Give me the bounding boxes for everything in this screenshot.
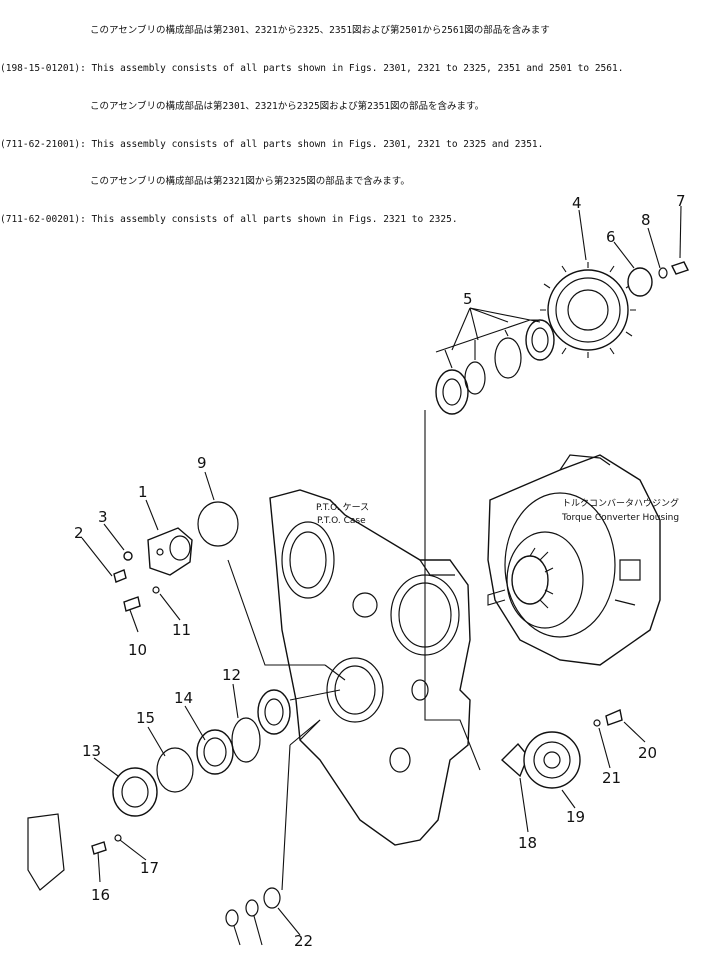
leader-lines (81, 205, 682, 946)
callout-20: 20 (638, 744, 657, 762)
tc-housing-label-en: Torque Converter Housing (561, 513, 679, 523)
callout-4: 4 (572, 194, 582, 212)
note-en-3: (711-62-00201): This assembly consists o… (0, 214, 719, 227)
callout-16: 16 (91, 886, 110, 904)
tc-housing-label-jp: トルクコンバータハウジング (562, 497, 679, 509)
note-jp-1: このアセンブリの構成部品は第2301、2321から2325、2351図および第2… (90, 25, 550, 37)
left-cover-assembly-drawing (113, 501, 346, 681)
callout-5: 5 (463, 290, 473, 308)
torque-converter-housing-drawing (487, 454, 661, 666)
callout-22: 22 (294, 932, 313, 950)
pto-case-label-jp: P.T.O. ケース (316, 502, 369, 513)
callout-2: 2 (74, 524, 84, 542)
callout-3: 3 (98, 508, 108, 526)
note-code-2: (711-62-21001) (0, 138, 81, 150)
header-notes: このアセンブリの構成部品は第2301、2321から2325、2351図および第2… (0, 0, 719, 239)
note-text-2: : This assembly consists of all parts sh… (80, 138, 544, 150)
callout-7: 7 (676, 192, 686, 210)
callout-11: 11 (172, 621, 191, 639)
callout-19: 19 (566, 808, 585, 826)
cap-6-washer-8-bolt-7-drawing (627, 261, 689, 297)
callout-15: 15 (136, 709, 155, 727)
leader-bearing-to-housing (424, 410, 481, 771)
callout-17: 17 (140, 859, 159, 877)
lower-left-parts-drawing (27, 689, 341, 927)
gear-4-drawing (540, 262, 636, 358)
lower-right-parts-drawing (500, 709, 623, 789)
pto-case-drawing (269, 489, 471, 846)
callout-9: 9 (197, 454, 207, 472)
note-code-1: (198-15-01201) (0, 62, 81, 74)
callout-21: 21 (602, 769, 621, 787)
callout-14: 14 (174, 689, 193, 707)
note-text-1: : This assembly consists of all parts sh… (80, 62, 624, 74)
callout-1: 1 (138, 483, 148, 501)
callout-10: 10 (128, 641, 147, 659)
pto-case-label-en: P.T.O. Case (317, 516, 366, 526)
callout-6: 6 (606, 228, 616, 246)
note-jp-3: このアセンブリの構成部品は第2321図から第2325図の部品まで含みます。 (90, 176, 410, 188)
callout-12: 12 (222, 666, 241, 684)
callout-13: 13 (82, 742, 101, 760)
callout-8: 8 (641, 211, 651, 229)
note-code-3: (711-62-00201) (0, 214, 81, 226)
callout-18: 18 (518, 834, 537, 852)
bearing-set-5-drawing (435, 319, 555, 415)
note-jp-2: このアセンブリの構成部品は第2301、2321から2325図および第2351図の… (90, 100, 485, 112)
note-en-2: (711-62-21001): This assembly consists o… (0, 139, 719, 152)
note-en-1: (198-15-01201): This assembly consists o… (0, 63, 719, 76)
note-text-3: : This assembly consists of all parts sh… (80, 214, 458, 226)
